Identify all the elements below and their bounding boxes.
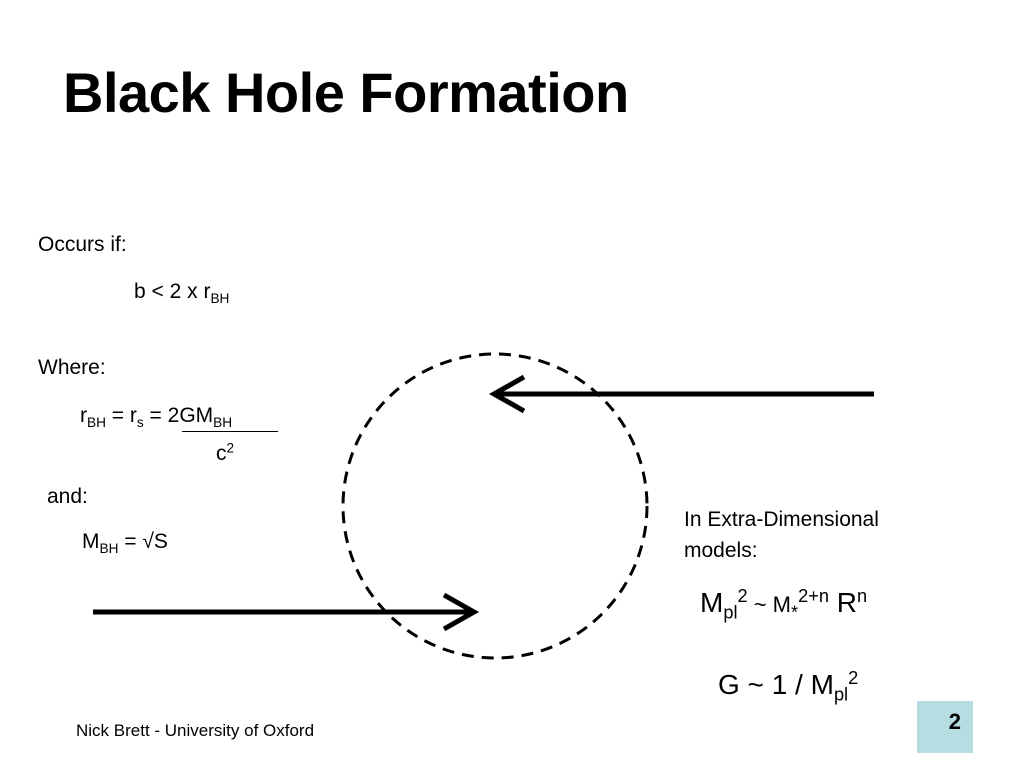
planck-m-sup: 2 (737, 586, 748, 606)
denominator-sup: 2 (226, 440, 235, 456)
denominator-c: c (216, 442, 227, 465)
mass-sub: BH (99, 540, 119, 556)
extra-dim-label-line1: In Extra-Dimensional (684, 508, 879, 531)
condition-sub: BH (210, 290, 230, 306)
condition-equation: b < 2 x rBH (134, 279, 230, 306)
planck-r-sup: n (856, 586, 868, 606)
planck-tilde: ~ M (747, 592, 792, 617)
where-label: Where: (38, 356, 106, 379)
lower-arrowhead (442, 592, 480, 632)
mass-equation: MBH = √S (82, 529, 168, 556)
fraction-bar (182, 431, 278, 432)
mass-rest: = √S (118, 530, 168, 553)
radius-r-sub: BH (87, 414, 106, 430)
upper-arrowhead (488, 374, 526, 414)
planck-equation: Mpl2 ~ M*2+n Rn (700, 586, 868, 623)
g-sup: 2 (848, 668, 859, 688)
planck-star-sub: * (791, 602, 799, 623)
planck-r: R (828, 587, 857, 618)
g-sub: pl (833, 684, 849, 705)
page-number-box: 2 (917, 701, 973, 753)
radius-equation: rBH = rs = 2GMBH (80, 403, 233, 430)
event-horizon-circle (341, 352, 649, 660)
footer-author: Nick Brett - University of Oxford (76, 721, 315, 740)
condition-lhs: b < 2 x r (134, 280, 211, 303)
mass-m: M (82, 530, 100, 553)
planck-m: M (700, 587, 724, 618)
extra-dim-label-line2: models: (684, 539, 758, 562)
g-equation: G ~ 1 / Mpl2 (718, 668, 859, 705)
planck-star-sup: 2+n (798, 586, 829, 606)
radius-denominator: c2 (216, 441, 234, 466)
radius-rs-sub: s (136, 414, 144, 430)
g-lhs: G ~ 1 / M (718, 669, 834, 700)
slide-title: Black Hole Formation (63, 61, 629, 124)
radius-eq2: = (143, 404, 168, 427)
page-number: 2 (948, 709, 961, 734)
radius-eq1: = r (105, 404, 137, 427)
planck-m-sub: pl (723, 602, 738, 623)
occurs-label: Occurs if: (38, 233, 127, 256)
radius-numerator: 2GM (167, 404, 214, 427)
radius-numerator-sub: BH (213, 414, 233, 430)
radius-r: r (80, 404, 87, 427)
and-label: and: (47, 485, 88, 508)
